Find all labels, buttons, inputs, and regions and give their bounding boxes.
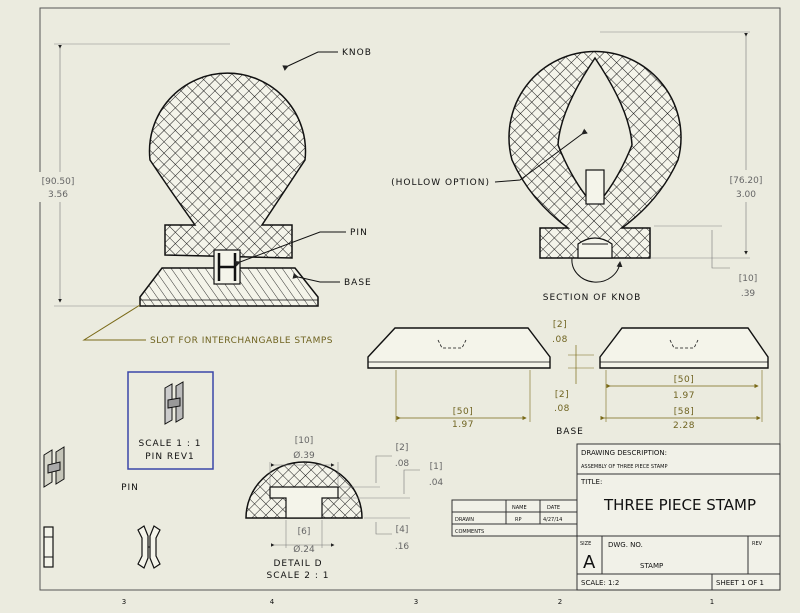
base-thk2-in: .08 xyxy=(554,404,570,414)
zone-marker: 3 xyxy=(414,598,418,606)
detail-r2-mm: [1] xyxy=(430,462,443,472)
drawn-date: 4/27/14 xyxy=(543,517,562,523)
detail-r1-in: .08 xyxy=(395,459,410,469)
drawn-name: RP xyxy=(515,517,522,523)
knob-label: KNOB xyxy=(342,48,372,58)
base-width3-in: 2.28 xyxy=(673,421,695,431)
base-thk2-mm: [2] xyxy=(555,390,569,400)
approval-table xyxy=(451,499,578,537)
section-dim-in: .39 xyxy=(741,289,756,299)
base-view-label: BASE xyxy=(556,427,584,437)
base-thk-mm: [2] xyxy=(553,320,567,330)
detail-r3-in: .16 xyxy=(395,542,410,552)
base-width2-in: 1.97 xyxy=(673,391,695,401)
section-of-knob-view: SECTION OF KNOB (HOLLOW OPTION) [76.20] … xyxy=(391,31,772,303)
detail-r3-mm: [4] xyxy=(396,525,409,535)
pin-views: PIN xyxy=(43,446,161,569)
knob-height-in: 3.56 xyxy=(48,190,68,200)
zone-marker: 2 xyxy=(558,598,562,606)
comments-label: COMMENTS xyxy=(455,529,484,535)
knob-body xyxy=(148,72,307,259)
base-side-view xyxy=(599,327,769,369)
base-views: [50] 1.97 [2] .08 [2] .08 [50] 1.97 [58]… xyxy=(367,320,769,437)
detail-d-view: [10] Ø.39 [6] Ø.24 [2] .08 [1] .04 [4] .… xyxy=(245,436,444,581)
base-width-in: 1.97 xyxy=(452,420,474,430)
description-value: ASSEMBLY OF THREE PIECE STAMP xyxy=(581,464,668,470)
dwg-no-label: DWG. NO. xyxy=(608,541,643,549)
hollow-knob-body xyxy=(508,50,682,259)
zone-marker: 3 xyxy=(122,598,126,606)
title-label: TITLE: xyxy=(580,478,602,486)
pin-front-view xyxy=(137,525,161,569)
title-block: DRAWING DESCRIPTION: ASSEMBLY OF THREE P… xyxy=(451,443,781,591)
zone-markers: 3 4 3 2 1 xyxy=(122,598,714,606)
pin-iso-view xyxy=(43,446,65,488)
base-width-mm: [50] xyxy=(453,407,473,417)
date-header: DATE xyxy=(547,505,560,511)
detail-top-in: Ø.39 xyxy=(293,450,315,461)
scale-box-label-2: PIN REV1 xyxy=(145,452,195,462)
zone-marker: 1 xyxy=(710,598,714,606)
title-value: THREE PIECE STAMP xyxy=(603,496,756,514)
size-label: SIZE xyxy=(580,541,591,547)
scale-box-label-1: SCALE 1 : 1 xyxy=(139,439,202,449)
detail-r2-in: .04 xyxy=(429,478,444,488)
zone-marker: 4 xyxy=(270,598,275,606)
pin-isometric-icon xyxy=(164,381,184,425)
section-dim-mm: [10] xyxy=(739,274,757,284)
detail-bot-mm: [6] xyxy=(298,527,311,537)
knob-height-mm: [90.50] xyxy=(42,177,75,187)
hollow-height-in: 3.00 xyxy=(736,190,756,200)
detail-label-2: SCALE 2 : 1 xyxy=(267,571,330,581)
detail-bot-in: Ø.24 xyxy=(293,544,315,555)
slot-label: SLOT FOR INTERCHANGABLE STAMPS xyxy=(150,336,333,346)
sheet-value: SHEET 1 OF 1 xyxy=(716,579,764,587)
hollow-height-mm: [76.20] xyxy=(730,176,763,186)
pin-side-view xyxy=(43,526,54,568)
base-thk-in: .08 xyxy=(552,335,568,345)
pin-label: PIN xyxy=(350,228,368,238)
detail-top-mm: [10] xyxy=(295,436,313,446)
drawn-label: DRAWN xyxy=(455,517,474,523)
sheet-border xyxy=(39,7,781,591)
base-width3-mm: [58] xyxy=(674,407,694,417)
size-value: A xyxy=(583,552,596,573)
detail-label-1: DETAIL D xyxy=(273,559,322,569)
base-plate xyxy=(139,267,319,307)
description-label: DRAWING DESCRIPTION: xyxy=(581,449,667,457)
scale-value: SCALE: 1:2 xyxy=(581,579,619,587)
pin-scale-box: SCALE 1 : 1 PIN REV1 xyxy=(127,371,214,470)
knob-assembly-view: [90.50] 3.56 KNOB PIN BASE SLOT FOR INTE… xyxy=(35,43,372,346)
base-width2-mm: [50] xyxy=(674,375,694,385)
detail-r1-mm: [2] xyxy=(396,443,409,453)
hollow-label: (HOLLOW OPTION) xyxy=(391,178,490,188)
section-label: SECTION OF KNOB xyxy=(543,293,642,303)
base-label: BASE xyxy=(344,278,372,288)
name-header: NAME xyxy=(512,505,527,511)
pin-view-label: PIN xyxy=(121,483,139,493)
dwg-no-value: STAMP xyxy=(640,562,663,570)
rev-label: REV xyxy=(752,541,763,547)
pin-in-assembly xyxy=(213,249,241,285)
